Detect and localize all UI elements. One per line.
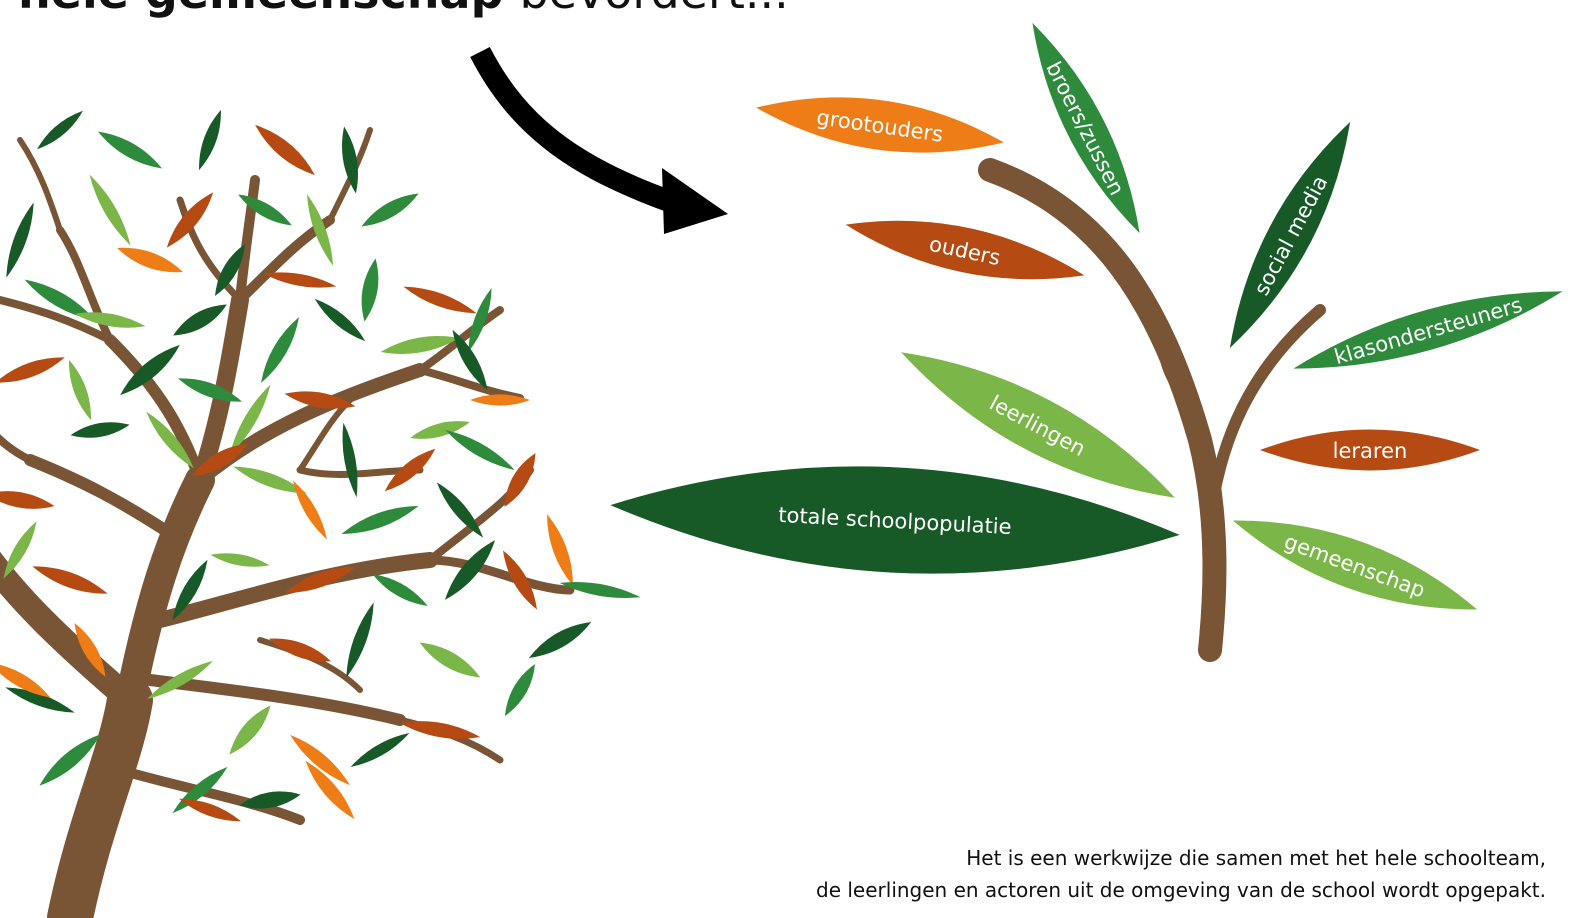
caption-line-2: de leerlingen en actoren uit de omgeving…: [816, 878, 1546, 902]
leaf-ouders: ouders: [841, 202, 1089, 298]
tree-leaf: [0, 200, 40, 280]
tree-leaf: [415, 635, 485, 685]
tree-leaf: [33, 106, 87, 154]
tree-leaf: [357, 257, 383, 323]
tree-leaf: [69, 418, 131, 442]
tree-leaf: [337, 421, 363, 499]
leaf-label-social-media: social media: [1249, 172, 1332, 300]
tree-leaf: [0, 350, 68, 390]
tree-leaf: [499, 660, 541, 720]
tree-leaf: [114, 240, 186, 280]
tree-leaf: [63, 357, 97, 423]
tree-leaf: [340, 600, 380, 680]
tree-leaf: [301, 192, 339, 268]
tree-leaf: [442, 424, 518, 476]
tree-leaf: [525, 615, 595, 665]
branch-stem: [978, 158, 1326, 662]
leaf-grootouders: grootouders: [752, 83, 1008, 167]
leaf-label-leraren: leraren: [1333, 439, 1408, 463]
tree-leaf: [401, 280, 479, 320]
tree-leaf: [94, 125, 166, 175]
leaf-social-media: social media: [1210, 111, 1370, 359]
heading-bold: hele gemeenschap: [18, 0, 504, 19]
heading-light: bevordert...: [520, 0, 789, 19]
tree-leaf: [234, 188, 296, 232]
labeled-leaves: grootouders broers/zussen ouders social …: [607, 14, 1569, 633]
leaf-leraren: leraren: [1260, 429, 1480, 471]
tree-leaf: [84, 171, 136, 249]
tree-branches: [0, 127, 575, 918]
heading: hele gemeenschap bevordert...: [18, 0, 789, 20]
tree-illustration: [0, 106, 642, 918]
tree-leaf: [0, 486, 56, 514]
tree-leaf: [339, 499, 421, 541]
leaf-gemeenschap: gemeenschap: [1224, 497, 1486, 633]
leaf-totale-schoolpopulatie: totale schoolpopulatie: [607, 452, 1183, 588]
tree-leaf: [255, 313, 305, 387]
tree-leaf: [288, 477, 332, 543]
arrow-icon: [470, 46, 728, 234]
leaf-klasondersteuners: klasondersteuners: [1287, 272, 1569, 388]
tree-leaf: [29, 559, 111, 601]
tree-leaf: [497, 547, 543, 613]
caption: Het is een werkwijze die samen met het h…: [816, 842, 1546, 906]
caption-line-1: Het is een werkwijze die samen met het h…: [966, 846, 1546, 870]
tree-leaf: [357, 187, 423, 233]
leaf-broers-zussen: broers/zussen: [1015, 14, 1157, 242]
tree-leaf: [347, 728, 413, 772]
tree-leaf: [193, 107, 227, 173]
tree-leaf: [310, 294, 370, 346]
tree-leaf: [0, 518, 42, 582]
leaf-label-klasondersteuners: klasondersteuners: [1332, 293, 1525, 370]
tree-leaf: [540, 511, 580, 589]
tree-leaf: [169, 297, 231, 343]
tree-leaf: [250, 118, 320, 182]
tree-leaves: [0, 106, 642, 827]
leaf-label-broers-zussen: broers/zussen: [1041, 58, 1129, 199]
tree-leaf: [161, 187, 219, 253]
tree-leaf: [209, 549, 271, 571]
tree-leaf: [223, 700, 277, 760]
